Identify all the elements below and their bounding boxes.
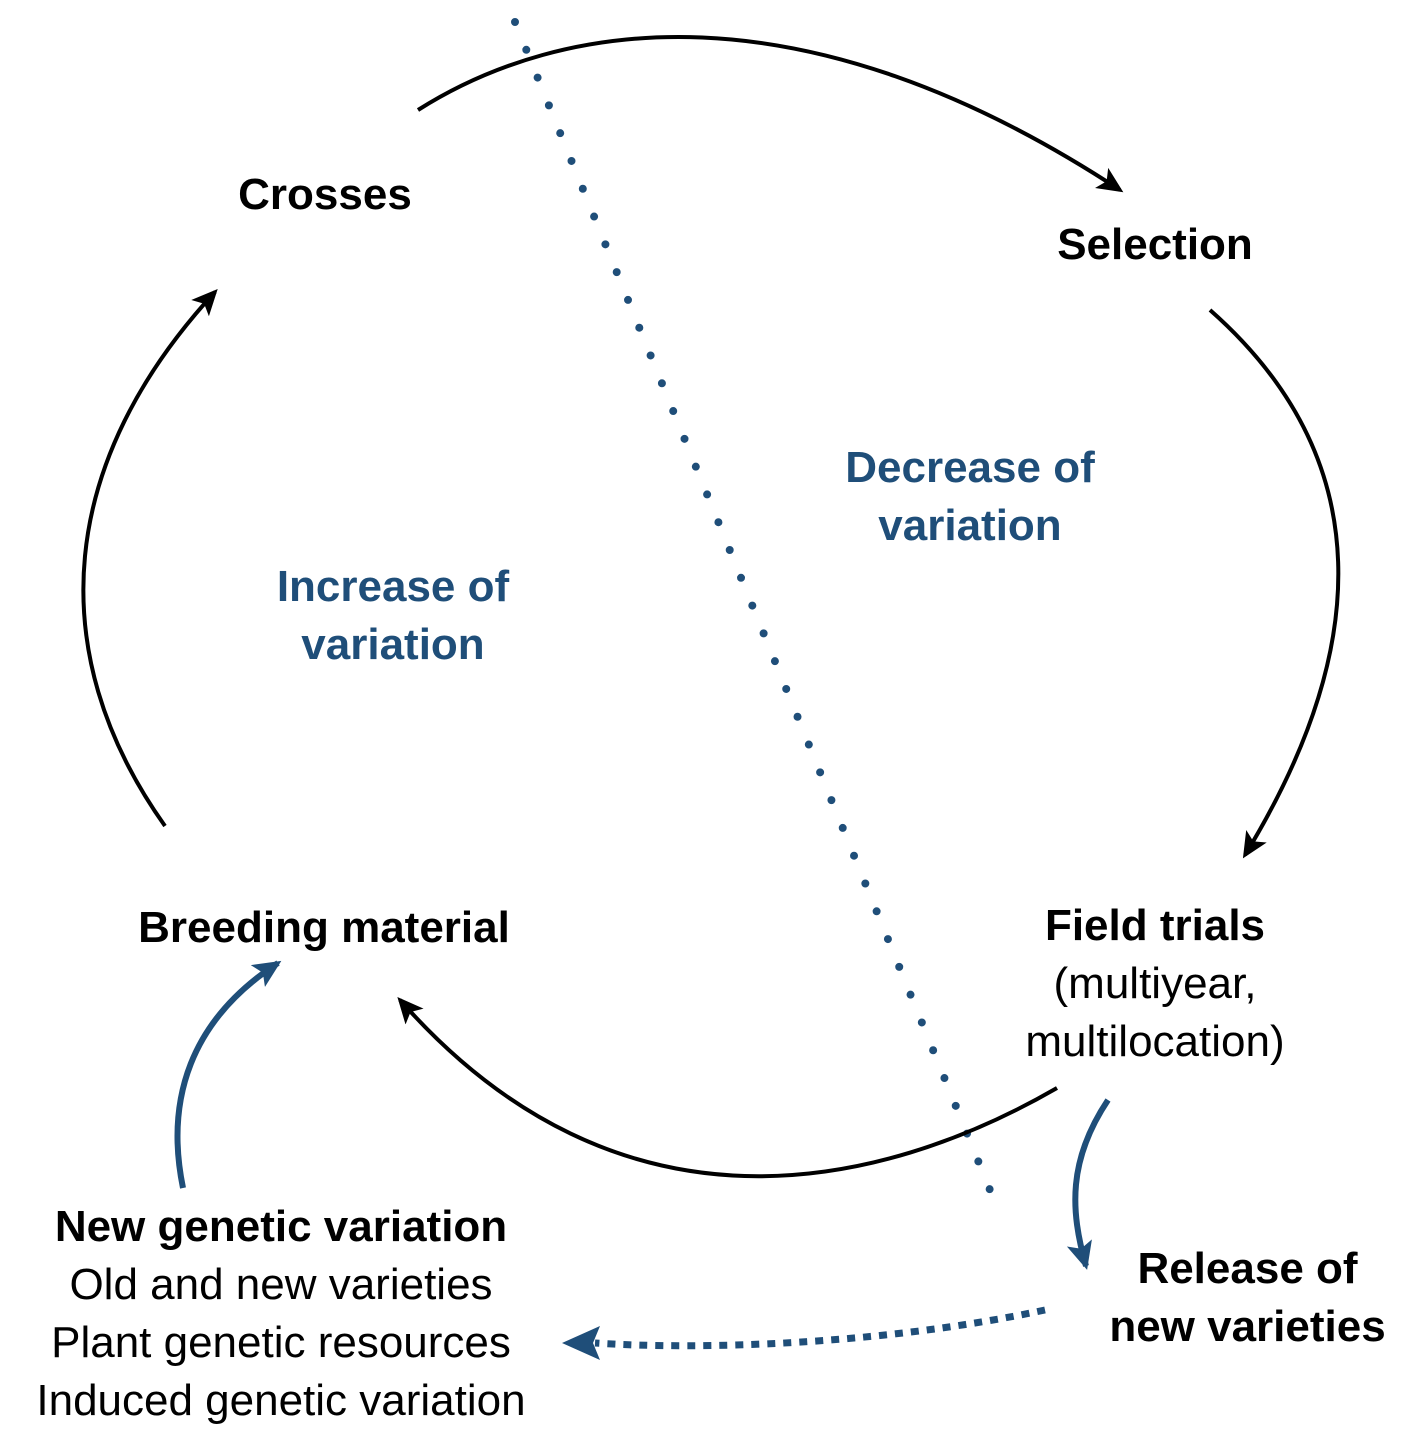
node-crosses: Crosses bbox=[238, 170, 412, 219]
arrow-selection-to-field-trials bbox=[1208, 308, 1341, 859]
release-line2: new varieties bbox=[1109, 1302, 1386, 1351]
region-increase-of-variation: Increase of variation bbox=[238, 558, 548, 674]
increase-line2: variation bbox=[301, 620, 485, 669]
region-decrease-of-variation: Decrease of variation bbox=[810, 439, 1130, 555]
variation-divider-line bbox=[511, 18, 996, 1199]
arrow-release-to-new-variation-head bbox=[562, 1326, 600, 1360]
field-trials-title: Field trials bbox=[1044, 901, 1266, 950]
arrow-crosses-to-selection bbox=[416, 35, 1124, 193]
new-variation-title: New genetic variation bbox=[54, 1202, 508, 1251]
arrow-field-trials-to-release bbox=[1066, 1098, 1111, 1270]
decrease-line2: variation bbox=[878, 501, 1062, 550]
new-variation-item: Old and new varieties bbox=[69, 1260, 493, 1309]
node-release: Release of new varieties bbox=[1090, 1240, 1405, 1356]
field-trials-line1: (multiyear, bbox=[1053, 959, 1257, 1008]
node-breeding-material: Breeding material bbox=[138, 903, 510, 952]
arrow-release-to-new-variation bbox=[594, 1306, 1046, 1350]
arrow-field-trials-to-breeding-material bbox=[397, 996, 1058, 1179]
new-variation-item: Plant genetic resources bbox=[51, 1318, 511, 1367]
node-selection: Selection bbox=[1057, 220, 1253, 269]
arrow-new-variation-to-breeding-material bbox=[174, 960, 282, 1189]
node-new-genetic-variation: New genetic variation Old and new variet… bbox=[0, 1198, 562, 1430]
release-line1: Release of bbox=[1137, 1244, 1358, 1293]
node-field-trials: Field trials (multiyear, multilocation) bbox=[985, 897, 1325, 1071]
field-trials-line2: multilocation) bbox=[1025, 1017, 1285, 1066]
increase-line1: Increase of bbox=[276, 562, 510, 611]
arrow-breeding-material-to-crosses bbox=[81, 289, 218, 828]
new-variation-item: Induced genetic variation bbox=[36, 1376, 526, 1425]
decrease-line1: Decrease of bbox=[845, 443, 1095, 492]
